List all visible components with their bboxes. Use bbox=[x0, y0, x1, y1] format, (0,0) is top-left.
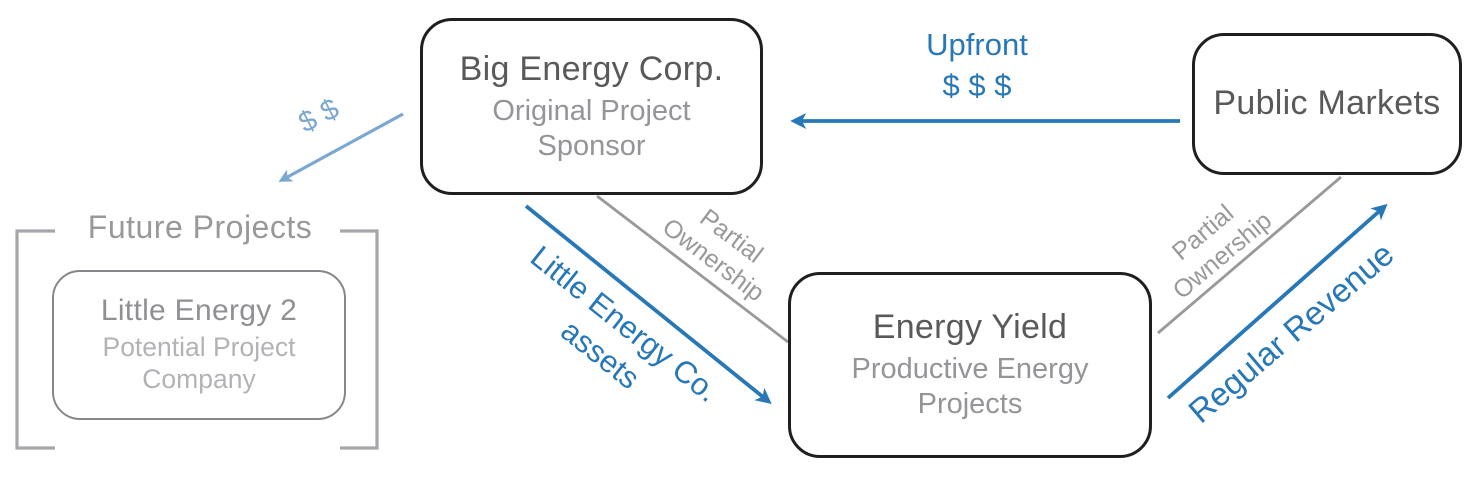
big-energy-title: Big Energy Corp. bbox=[459, 49, 724, 88]
seed-dollars-arrow bbox=[278, 112, 404, 182]
future-projects-group-label: Future Projects bbox=[87, 209, 313, 245]
node-little-energy-2: Little Energy 2 Potential Project Compan… bbox=[52, 270, 346, 420]
little-energy-2-title: Little Energy 2 bbox=[100, 294, 298, 328]
upfront-edge-label: Upfront $ $ $ bbox=[877, 25, 1077, 107]
big-energy-subtitle: Original Project Sponsor bbox=[492, 94, 691, 162]
future-projects-bracket-right bbox=[340, 229, 379, 450]
public-markets-title: Public Markets bbox=[1213, 84, 1441, 123]
assets-arrow bbox=[524, 204, 772, 405]
node-big-energy-corp: Big Energy Corp. Original Project Sponso… bbox=[420, 18, 763, 195]
regular-revenue-arrow bbox=[1166, 203, 1388, 400]
partial-ownership-right-line bbox=[1157, 175, 1342, 335]
partial-ownership-left-line bbox=[596, 194, 789, 344]
future-projects-bracket-left bbox=[15, 229, 55, 450]
energy-yield-subtitle: Productive Energy Projects bbox=[851, 353, 1089, 421]
node-energy-yield: Energy Yield Productive Energy Projects bbox=[788, 272, 1152, 458]
upfront-label-line1: Upfront bbox=[926, 27, 1028, 62]
upfront-label-line2: $ $ $ bbox=[942, 67, 1012, 103]
energy-yield-title: Energy Yield bbox=[872, 308, 1068, 347]
little-energy-2-subtitle: Potential Project Company bbox=[102, 331, 296, 394]
node-public-markets: Public Markets bbox=[1192, 33, 1462, 175]
